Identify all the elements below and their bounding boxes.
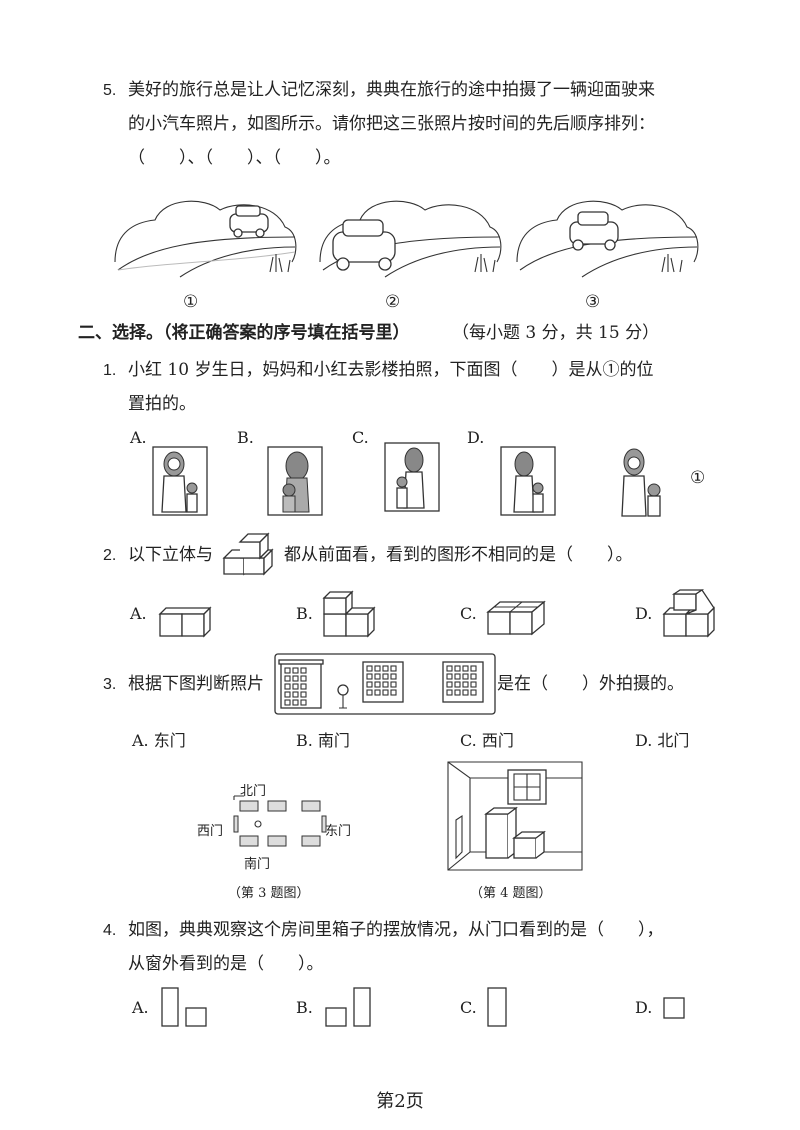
building-window (374, 689, 381, 696)
q2-option-c: C. (460, 604, 477, 623)
building-window (390, 689, 397, 696)
q3-option-c: C. 西门 (460, 731, 514, 750)
section2-scoring: （每小题 3 分，共 15 分） (452, 323, 660, 343)
q2-number: 2. (103, 547, 117, 564)
q1-option-d: D. (467, 428, 485, 447)
building-window (454, 665, 461, 672)
q4-number: 4. (103, 922, 117, 939)
building-window (366, 673, 373, 680)
building-window (292, 699, 299, 706)
building-window (462, 673, 469, 680)
building-window (284, 675, 291, 682)
q4-option-c: C. (460, 998, 477, 1017)
q3-caption: （第 3 题图） (228, 886, 310, 901)
q1-line2: 置拍的。 (128, 394, 196, 414)
building-window (300, 675, 307, 682)
building-window (292, 691, 299, 698)
q5-line1: 美好的旅行总是让人记忆深刻，典典在旅行的途中拍摄了一辆迎面驶来 (128, 80, 655, 100)
section2-heading: 二、选择。（将正确答案的序号填在括号里） (78, 323, 410, 343)
building-window (366, 681, 373, 688)
q1-option-c: C. (352, 428, 369, 447)
building-window (454, 689, 461, 696)
building-window (454, 673, 461, 680)
q1-line1: 小红 10 岁生日，妈妈和小红去影楼拍照，下面图（ ）是从①的位 (128, 360, 654, 380)
q5-photo-label-3: ③ (585, 292, 601, 312)
building-window (300, 699, 307, 706)
q5-photo-label-1: ① (183, 292, 199, 312)
building-window (292, 675, 299, 682)
building-window (470, 689, 477, 696)
q5-answer-blanks: （ ）、（ ）、（ ）。 (128, 148, 341, 168)
building-window (446, 673, 453, 680)
q4-caption: （第 4 题图） (470, 886, 552, 901)
building-window (292, 683, 299, 690)
q3-map-west-label: 西门 (197, 824, 224, 839)
q3-map-east-label: 东门 (325, 824, 352, 839)
building-window (284, 699, 291, 706)
building-window (446, 681, 453, 688)
q3-number: 3. (103, 676, 117, 693)
building-window (462, 689, 469, 696)
building-window (374, 681, 381, 688)
q3-option-d: D. 北门 (635, 731, 690, 750)
building-window (292, 667, 299, 674)
building-window (390, 665, 397, 672)
q2-option-b: B. (296, 604, 313, 623)
building-window (446, 689, 453, 696)
building-window (382, 665, 389, 672)
building-window (300, 683, 307, 690)
building-window (390, 673, 397, 680)
q3-option-b: B. 南门 (296, 731, 350, 750)
building-window (284, 667, 291, 674)
building-window (382, 673, 389, 680)
q3-text-after: 是在（ ）外拍摄的。 (497, 674, 684, 694)
q1-option-b: B. (237, 428, 254, 447)
building-window (470, 665, 477, 672)
building-window (446, 665, 453, 672)
building-window (284, 691, 291, 698)
q4-option-a: A. (132, 998, 149, 1017)
building-window (382, 681, 389, 688)
building-window (284, 683, 291, 690)
q4-option-d: D. (635, 998, 653, 1017)
building-window (462, 681, 469, 688)
building-window (390, 681, 397, 688)
building-window (300, 667, 307, 674)
q2-option-a: A. (130, 604, 147, 623)
building-window (300, 691, 307, 698)
q2-text-before: 以下立体与 (128, 545, 213, 565)
building-window (374, 665, 381, 672)
building-window (366, 689, 373, 696)
building-window (454, 681, 461, 688)
q1-option-a: A. (130, 428, 147, 447)
q1-marker: ① (690, 468, 706, 488)
q3-option-a: A. 东门 (132, 731, 186, 750)
q3-text-before: 根据下图判断照片 (128, 674, 264, 694)
q4-option-b: B. (296, 998, 313, 1017)
building-window (382, 689, 389, 696)
q3-map-north-label: 北门 (240, 784, 267, 799)
building-window (470, 673, 477, 680)
q4-line1: 如图，典典观察这个房间里箱子的摆放情况，从门口看到的是（ ）， (128, 920, 664, 940)
q5-line2: 的小汽车照片，如图所示。请你把这三张照片按时间的先后顺序排列： (128, 114, 655, 134)
q2-option-d: D. (635, 604, 653, 623)
page-number: 第2页 (376, 1091, 424, 1112)
building-window (374, 673, 381, 680)
q5-number: 5. (103, 82, 117, 99)
q1-number: 1. (103, 362, 117, 379)
q5-photo-label-2: ② (385, 292, 401, 312)
q4-line2: 从窗外看到的是（ ）。 (128, 954, 324, 974)
building-window (470, 681, 477, 688)
q2-text-after: 都从前面看，看到的图形不相同的是（ ）。 (284, 545, 633, 565)
building-window (366, 665, 373, 672)
q3-map-south-label: 南门 (244, 857, 271, 872)
building-window (462, 665, 469, 672)
